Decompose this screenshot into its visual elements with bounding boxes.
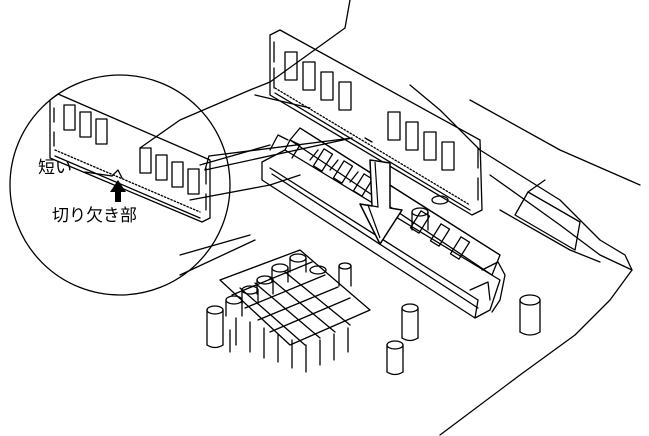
- chassis-outline: [139, 0, 641, 436]
- zoom-callout: [9, 74, 353, 296]
- heatsink: [219, 249, 371, 373]
- arrow-down-icon: [359, 159, 403, 245]
- memory-module: [269, 29, 483, 216]
- short-side-label: 短い: [38, 158, 72, 178]
- seated-memory-module: [289, 127, 501, 276]
- memory-slot: [261, 134, 506, 319]
- capacitors: [206, 195, 541, 376]
- magnified-memory-module: [49, 93, 211, 223]
- notch-label: 切り欠き部: [52, 206, 137, 226]
- arrow-up-icon: [110, 180, 126, 202]
